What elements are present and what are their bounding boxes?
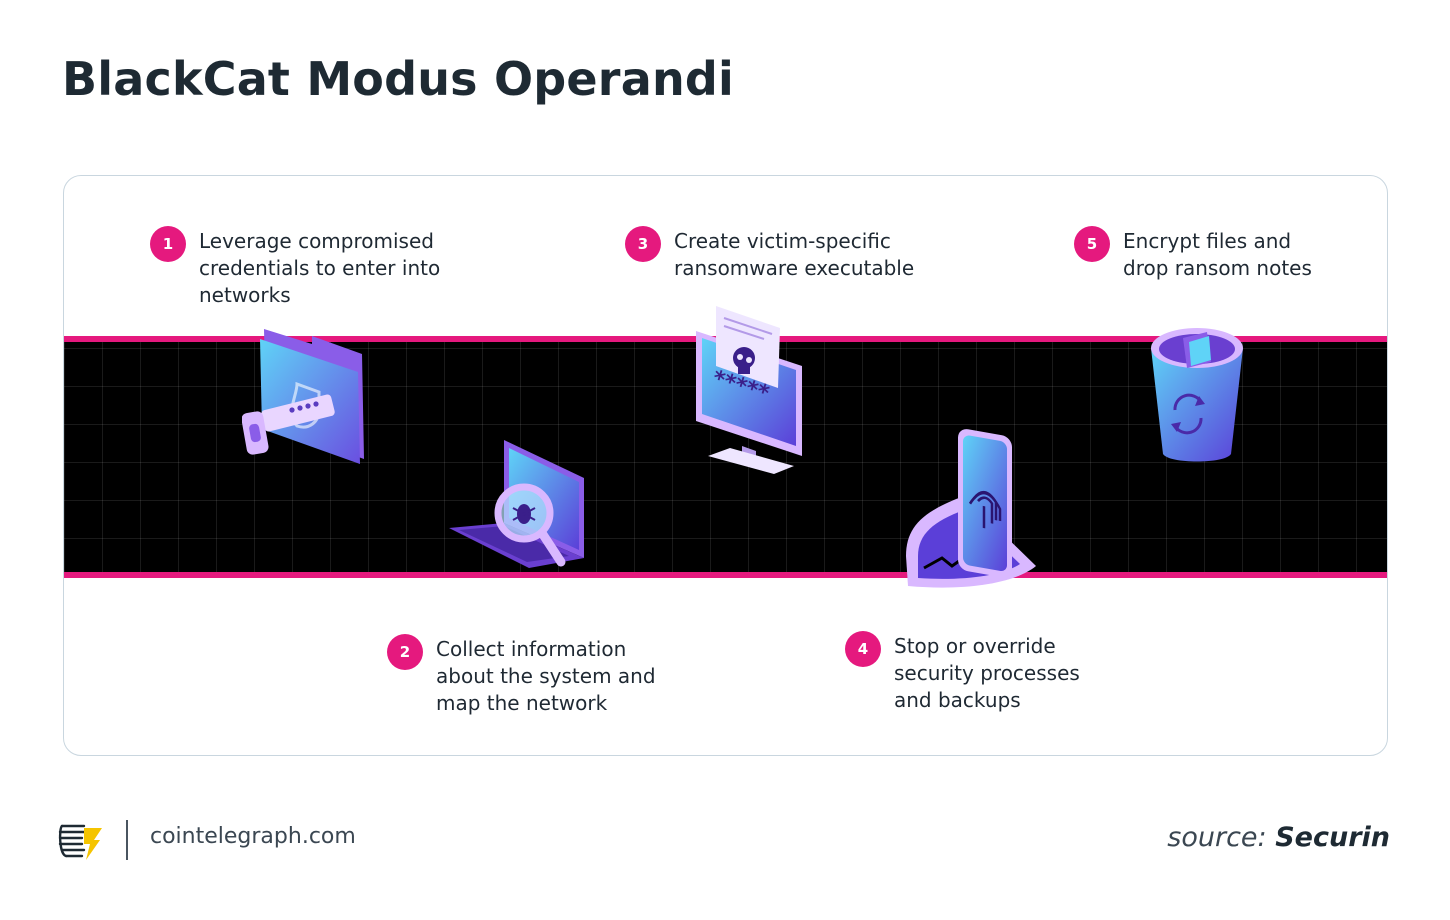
step-number-badge: 2 xyxy=(387,634,423,670)
step-4: 4 Stop or override security processes an… xyxy=(845,631,1080,714)
page-title: BlackCat Modus Operandi xyxy=(62,52,734,106)
step-number-badge: 5 xyxy=(1074,226,1110,262)
trash-bin-icon xyxy=(1151,328,1243,462)
step-description: Collect information about the system and… xyxy=(436,637,656,715)
step-description: Encrypt files and drop ransom notes xyxy=(1123,229,1312,280)
step-5: 5 Encrypt files and drop ransom notes xyxy=(1074,226,1312,282)
fingerprint-shield-icon xyxy=(906,429,1036,588)
source-label: source: xyxy=(1167,822,1267,853)
source-credit: source: Securin xyxy=(1167,822,1390,853)
diagram-card: 1 Leverage compromised credentials to en… xyxy=(63,175,1388,756)
source-value: Securin xyxy=(1275,822,1390,853)
step-1: 1 Leverage compromised credentials to en… xyxy=(150,226,441,309)
laptop-magnifier-icon xyxy=(449,440,584,568)
step-3: 3 Create victim-specific ransomware exec… xyxy=(625,226,915,282)
step-description: Stop or override security processes and … xyxy=(894,634,1080,712)
step-number-badge: 3 xyxy=(625,226,661,262)
step-number-badge: 4 xyxy=(845,631,881,667)
footer-divider xyxy=(126,820,128,860)
step-2: 2 Collect information about the system a… xyxy=(387,634,656,717)
step-description: Create victim-specific ransomware execut… xyxy=(674,229,915,280)
cointelegraph-logo-icon xyxy=(58,824,102,860)
site-link[interactable]: cointelegraph.com xyxy=(150,824,356,849)
step-description: Leverage compromised credentials to ente… xyxy=(199,229,441,307)
monitor-skull-icon: ***** xyxy=(696,306,802,474)
folder-key-icon xyxy=(242,329,364,464)
step-number-badge: 1 xyxy=(150,226,186,262)
